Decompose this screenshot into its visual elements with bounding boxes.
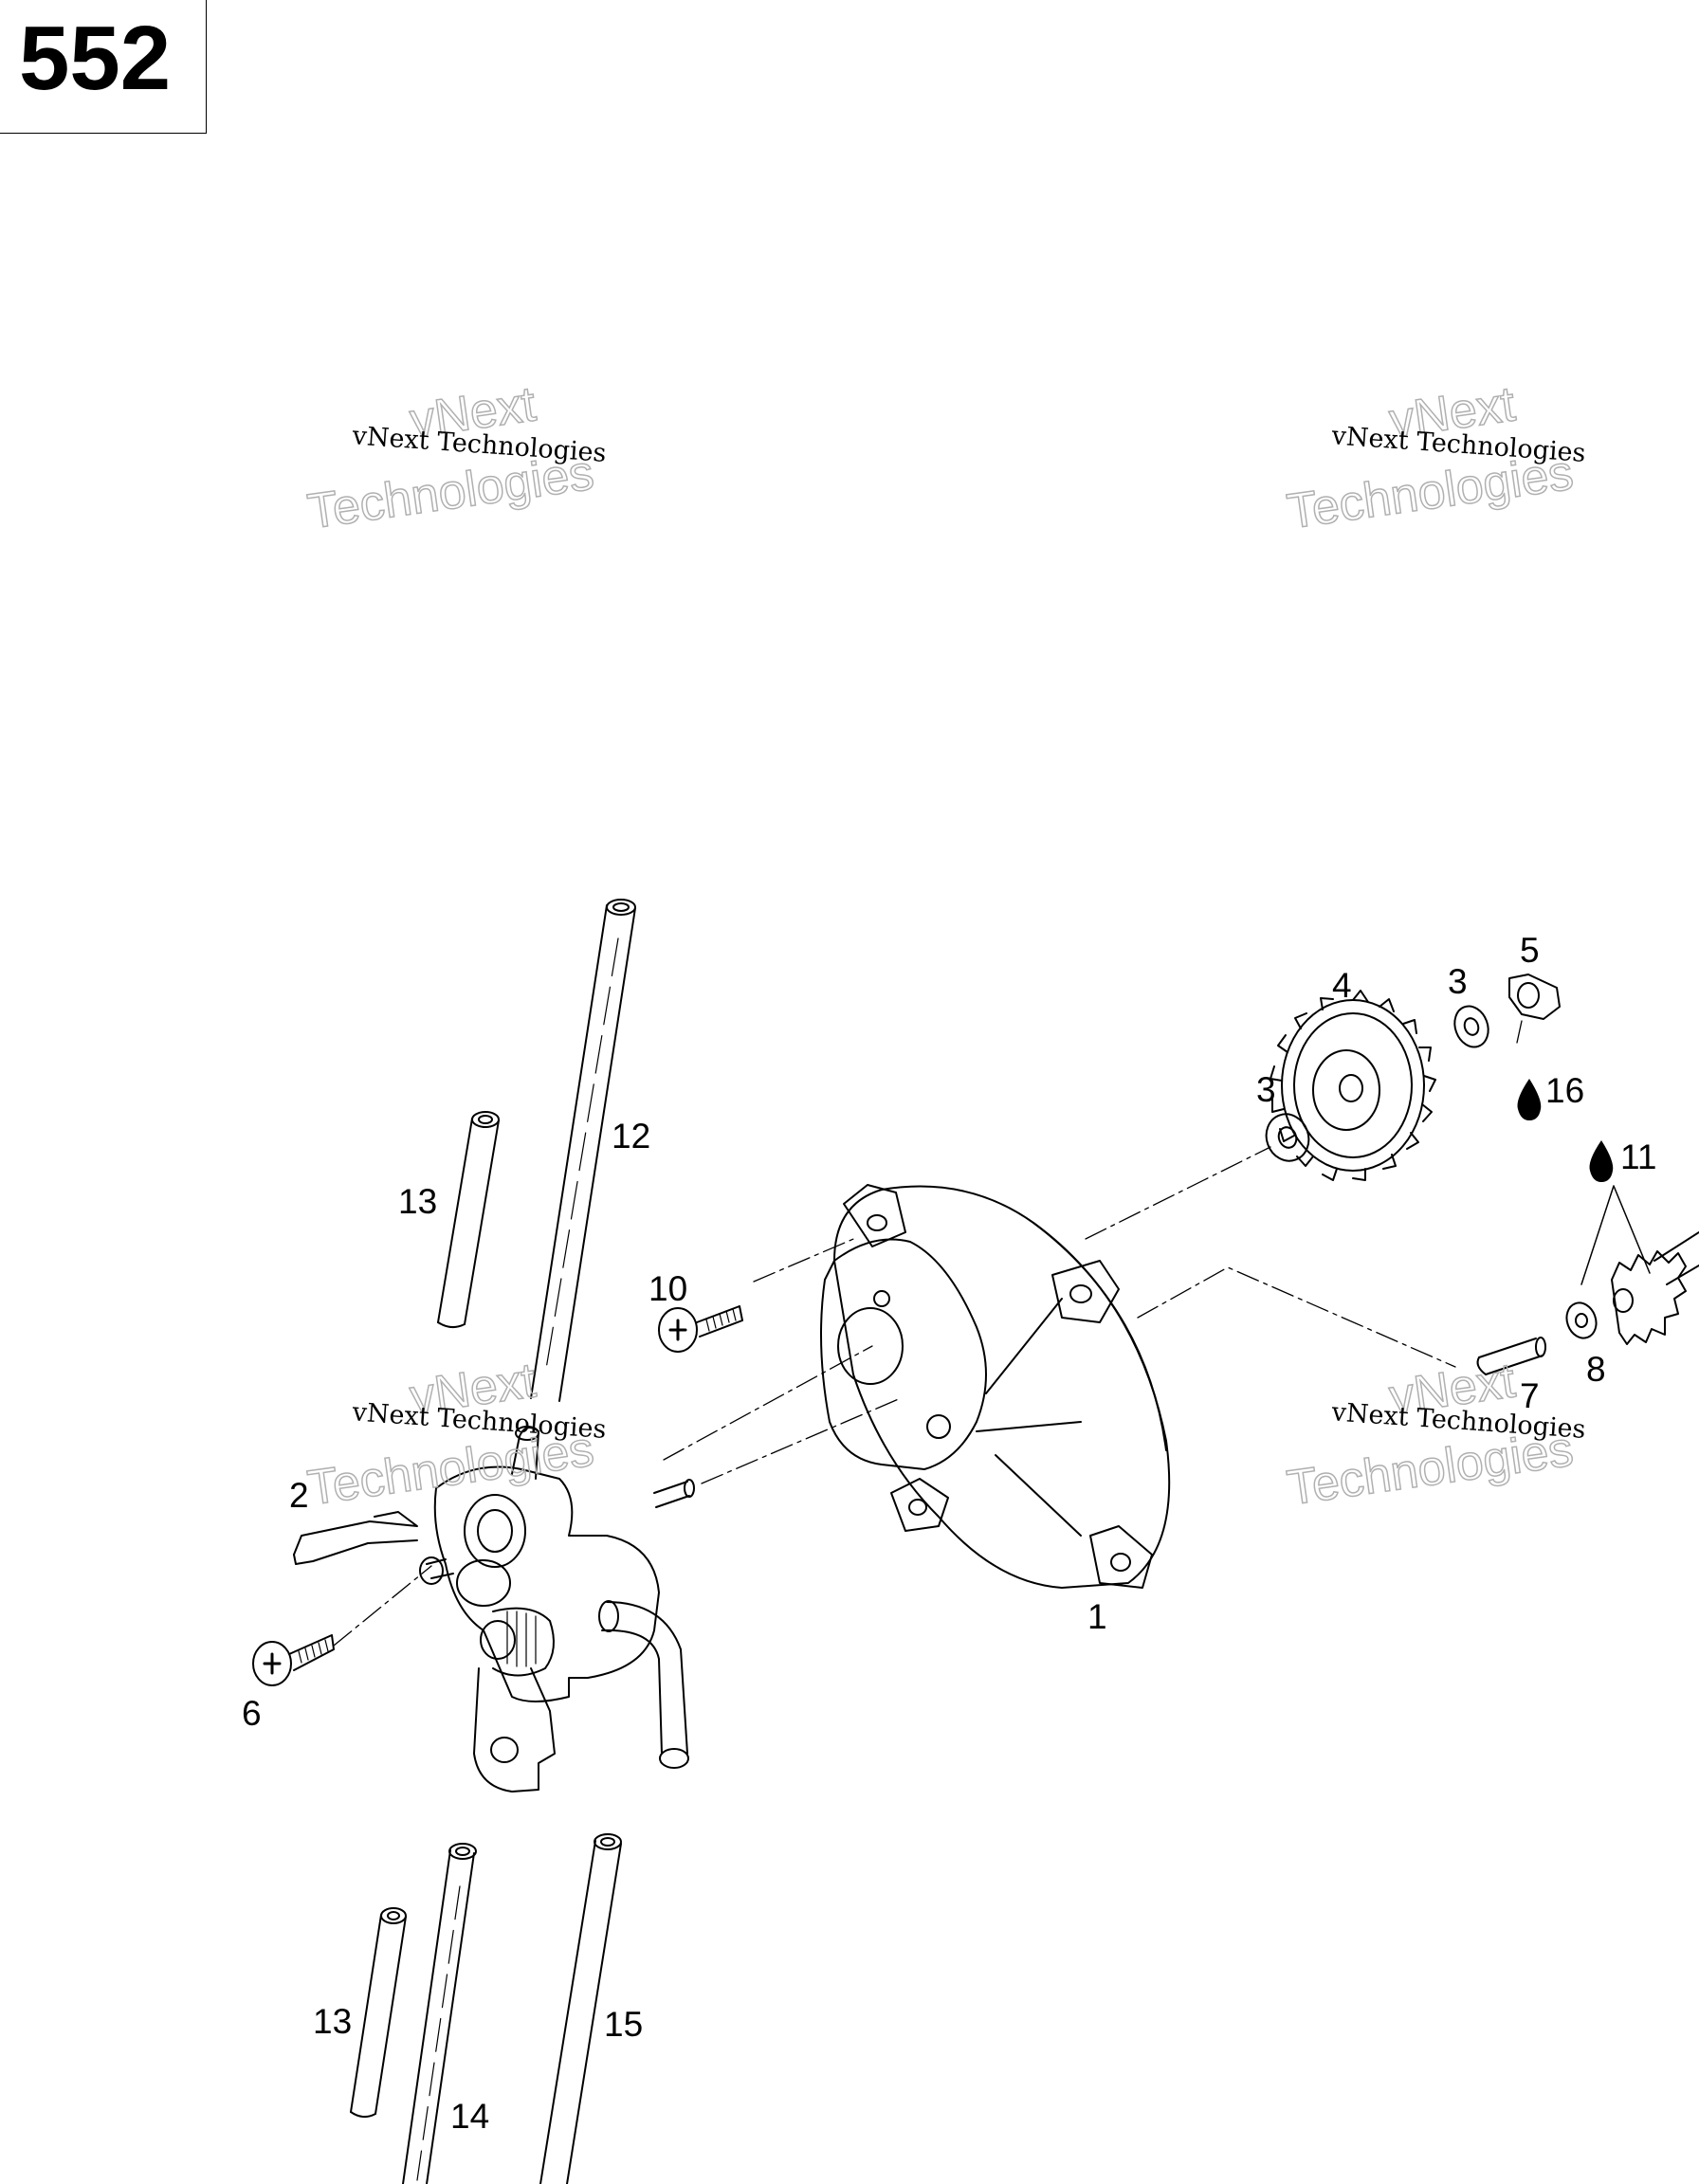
callout-14: 14 xyxy=(450,2097,489,2136)
part-11-pinion-shaft xyxy=(1611,1231,1699,1345)
callout-13: 13 xyxy=(313,2002,352,2041)
part-13-short-tube-upper xyxy=(437,1111,500,1328)
callout-2: 2 xyxy=(289,1476,309,1515)
callout-12: 12 xyxy=(612,1117,650,1156)
callout-1: 1 xyxy=(1087,1597,1107,1636)
part-14-tube xyxy=(402,1843,477,2184)
callout-11: 11 xyxy=(1620,1138,1656,1176)
watermark: vNext Technologies vNext Technologies xyxy=(303,1353,607,1517)
callout-3: 3 xyxy=(1256,1070,1276,1109)
oil-drop-icon xyxy=(1517,1079,1542,1120)
oil-drop-icon xyxy=(1589,1140,1614,1182)
part-15-tube xyxy=(539,1833,622,2184)
part-1-pump-cover xyxy=(820,1184,1171,1589)
leader-lines-11 xyxy=(1580,1185,1651,1285)
part-12-long-tube xyxy=(530,899,636,1402)
callout-3: 3 xyxy=(1448,962,1468,1001)
callout-4: 4 xyxy=(1332,966,1352,1005)
callout-13: 13 xyxy=(398,1182,437,1221)
part-7-pin xyxy=(1476,1337,1546,1375)
part-5-nut xyxy=(1508,974,1561,1020)
part-3-washer-a xyxy=(1265,1113,1310,1162)
part-6-screw xyxy=(252,1634,335,1686)
watermark: vNext Technologies vNext Technologies xyxy=(1283,1353,1586,1517)
watermark: vNext Technologies vNext Technologies xyxy=(1283,376,1586,540)
callout-5: 5 xyxy=(1520,931,1540,970)
page-number-box: 552 xyxy=(0,0,207,134)
part-13-short-tube-lower xyxy=(350,1907,407,2118)
part-4-gear xyxy=(1270,990,1436,1181)
part-2-oil-pump xyxy=(293,1426,695,1793)
callout-16: 16 xyxy=(1545,1071,1584,1110)
page-number: 552 xyxy=(19,8,172,109)
watermark: vNext Technologies vNext Technologies xyxy=(303,376,607,540)
callout-6: 6 xyxy=(242,1694,262,1733)
part-8-washer xyxy=(1565,1301,1598,1339)
callout-8: 8 xyxy=(1586,1350,1606,1389)
callout-10: 10 xyxy=(649,1269,687,1308)
part-3-washer-b xyxy=(1453,1005,1489,1048)
part-10-screw xyxy=(658,1305,743,1353)
callout-15: 15 xyxy=(604,2005,643,2044)
assembly-center-lines xyxy=(333,1020,1523,1647)
callout-7: 7 xyxy=(1520,1376,1540,1415)
